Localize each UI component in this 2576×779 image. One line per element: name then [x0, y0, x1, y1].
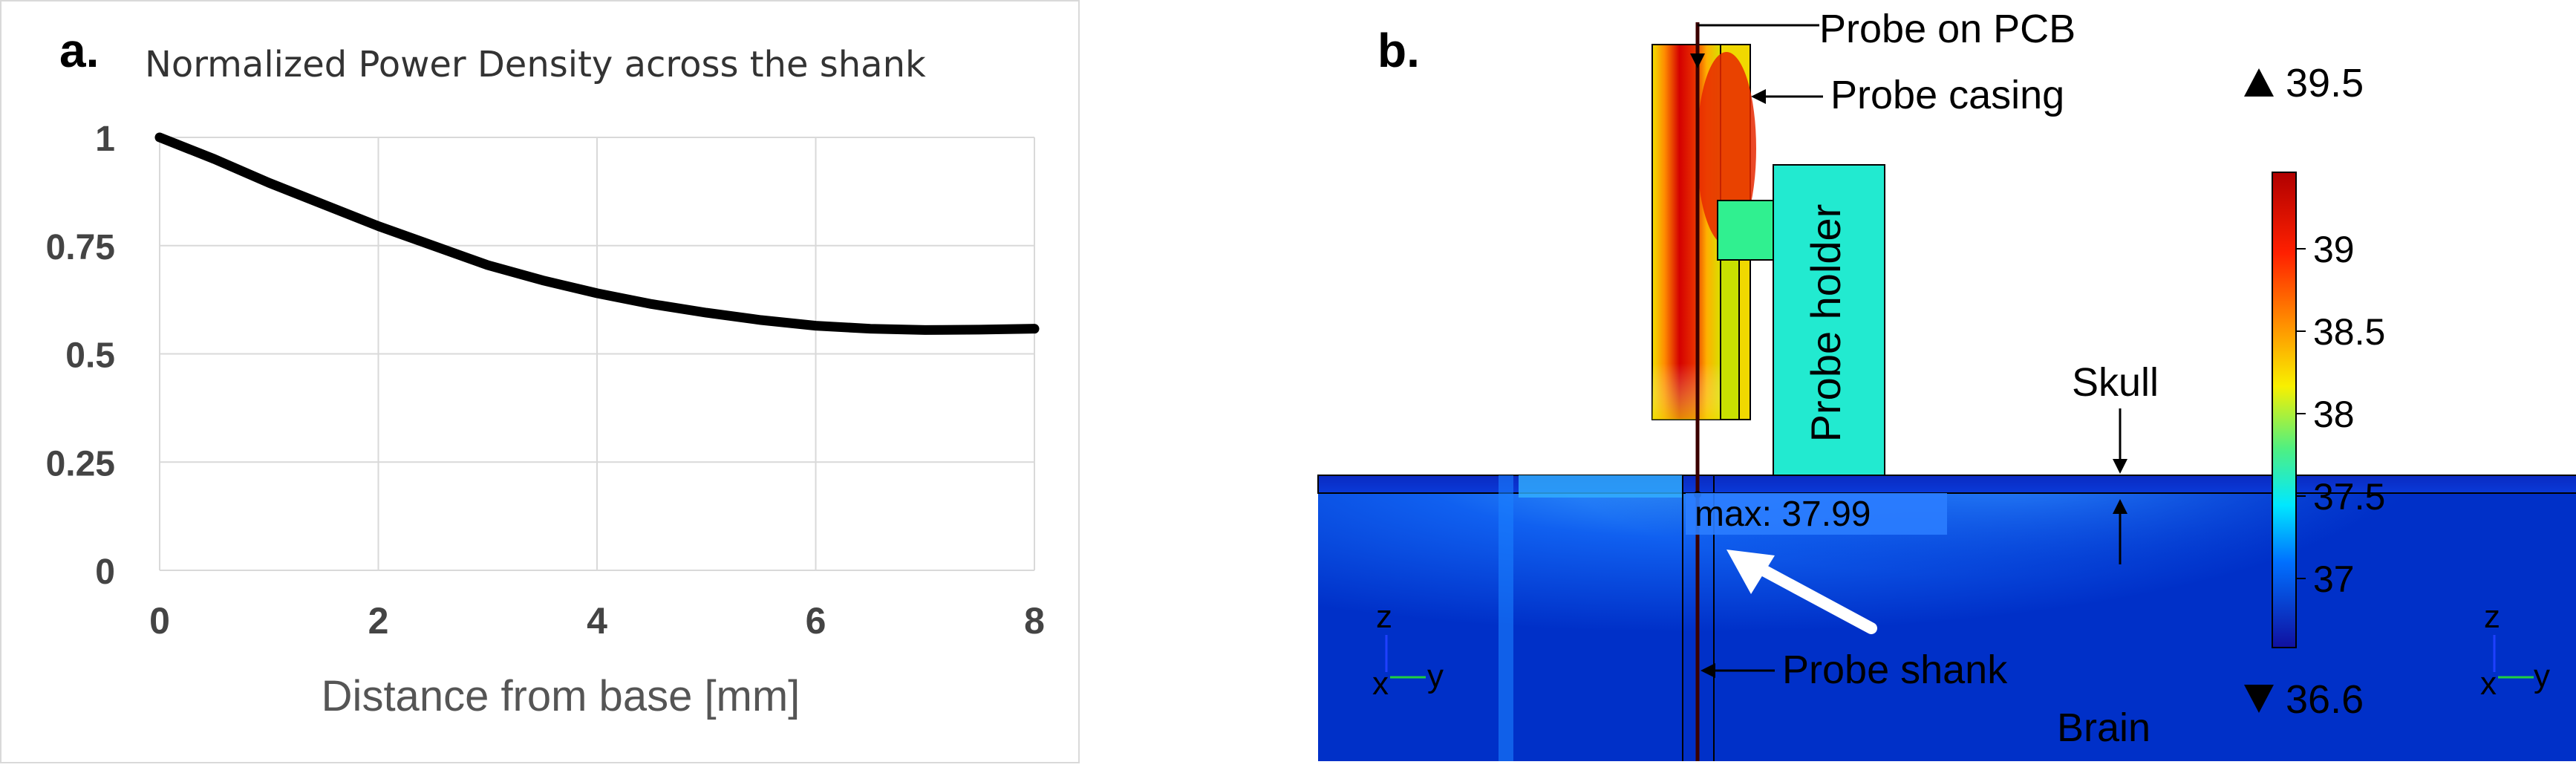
data-point	[595, 290, 599, 296]
data-point	[431, 243, 436, 248]
data-point	[813, 323, 818, 328]
data-point	[212, 157, 217, 162]
panel-b-label: b.	[1377, 24, 1420, 77]
axis-triad-right: z x y	[2480, 599, 2550, 702]
power-density-chart: a. Normalized Power Density across the s…	[0, 0, 1080, 763]
x-tick-label: 4	[587, 600, 607, 642]
grid	[159, 137, 1035, 571]
panel-a: a. Normalized Power Density across the s…	[0, 0, 1099, 775]
tick-labels: 0 0.25 0.5 0.75 1 0 2 4 6 8	[46, 120, 1045, 642]
colorbar-tick-label: 39	[2313, 229, 2355, 270]
axis-y-label-right: y	[2534, 658, 2550, 694]
series-group	[154, 132, 1040, 335]
panel-b: b. Probe holder Probe on PCB Probe casin…	[1307, 0, 2576, 775]
y-tick-label: 1	[95, 120, 115, 159]
colorbar-min-label: 36.6	[2286, 677, 2364, 722]
data-point	[157, 135, 162, 140]
axis-x-label-right: x	[2480, 665, 2497, 702]
data-point	[868, 326, 873, 331]
chart-title: Normalized Power Density across the shan…	[145, 44, 926, 85]
axis-z-label: z	[1376, 599, 1392, 635]
colorbar-tick-label: 38.5	[2313, 311, 2385, 353]
casing-hot-lobe	[1697, 52, 1756, 245]
y-tick-label: 0.75	[46, 228, 115, 267]
data-point	[1032, 326, 1037, 331]
colorbar-tick-label: 38	[2313, 394, 2355, 435]
probe-shank-label: Probe shank	[1782, 648, 2008, 692]
colorbar-tick-label: 37.5	[2313, 476, 2385, 518]
probe-holder	[1773, 164, 1885, 476]
x-tick-label: 2	[368, 600, 389, 642]
probe-casing-arrowhead	[1751, 89, 1766, 104]
highlight-arrowhead	[1726, 550, 1775, 594]
highlight-arrow-shaft	[1747, 558, 1877, 634]
axis-z-label-right: z	[2484, 599, 2500, 635]
colorbar-tick-label: 37	[2313, 558, 2355, 600]
skull-label: Skull	[2072, 360, 2159, 405]
axis-y-label: y	[1427, 658, 1444, 694]
probe-on-pcb-arrowhead	[1690, 53, 1705, 68]
colorbar-ticks: 39 38.5 38 37.5 37	[2296, 229, 2385, 600]
y-tick-label: 0	[95, 553, 115, 592]
colorbar	[2272, 172, 2297, 648]
data-point	[704, 310, 709, 316]
probe-casing-label: Probe casing	[1830, 73, 2064, 117]
data-point	[758, 318, 763, 323]
probe-shank-arrowhead	[1701, 663, 1715, 678]
data-point	[977, 327, 982, 332]
brain-label: Brain	[2057, 705, 2151, 750]
x-axis-label: Distance from base [mm]	[322, 672, 800, 720]
x-tick-label: 6	[806, 600, 826, 642]
x-tick-label: 8	[1024, 600, 1045, 642]
colorbar-min-marker	[2244, 685, 2274, 713]
data-point	[922, 327, 927, 333]
skull-hotspot	[1519, 475, 1682, 498]
data-point	[376, 224, 381, 229]
probe-on-pcb-label: Probe on PCB	[1819, 7, 2076, 51]
y-tick-label: 0.5	[65, 336, 115, 376]
thermal-simulation: b. Probe holder Probe on PCB Probe casin…	[1317, 7, 2576, 761]
y-tick-label: 0.25	[46, 444, 115, 483]
data-point	[267, 180, 272, 186]
data-point	[485, 262, 490, 267]
shank-heat-trail	[1499, 475, 1513, 761]
data-point	[540, 278, 545, 283]
axis-x-label: x	[1372, 665, 1389, 702]
probe-holder-label: Probe holder	[1802, 204, 1849, 443]
colorbar-max-label: 39.5	[2286, 61, 2364, 105]
colorbar-max-marker	[2244, 68, 2274, 97]
max-temperature-label: max: 37.99	[1695, 495, 1871, 534]
data-point	[649, 302, 654, 307]
panel-a-label: a.	[59, 24, 99, 77]
data-point	[321, 202, 326, 207]
x-tick-label: 0	[149, 600, 170, 642]
skull-arrowhead-top	[2113, 459, 2127, 474]
axis-triad-left: z x y	[1372, 599, 1444, 702]
max-label-bg	[1686, 493, 1947, 535]
skull-arrowhead-bottom	[2113, 499, 2127, 514]
holder-arm	[1717, 200, 1774, 261]
chart-frame	[0, 0, 1080, 763]
